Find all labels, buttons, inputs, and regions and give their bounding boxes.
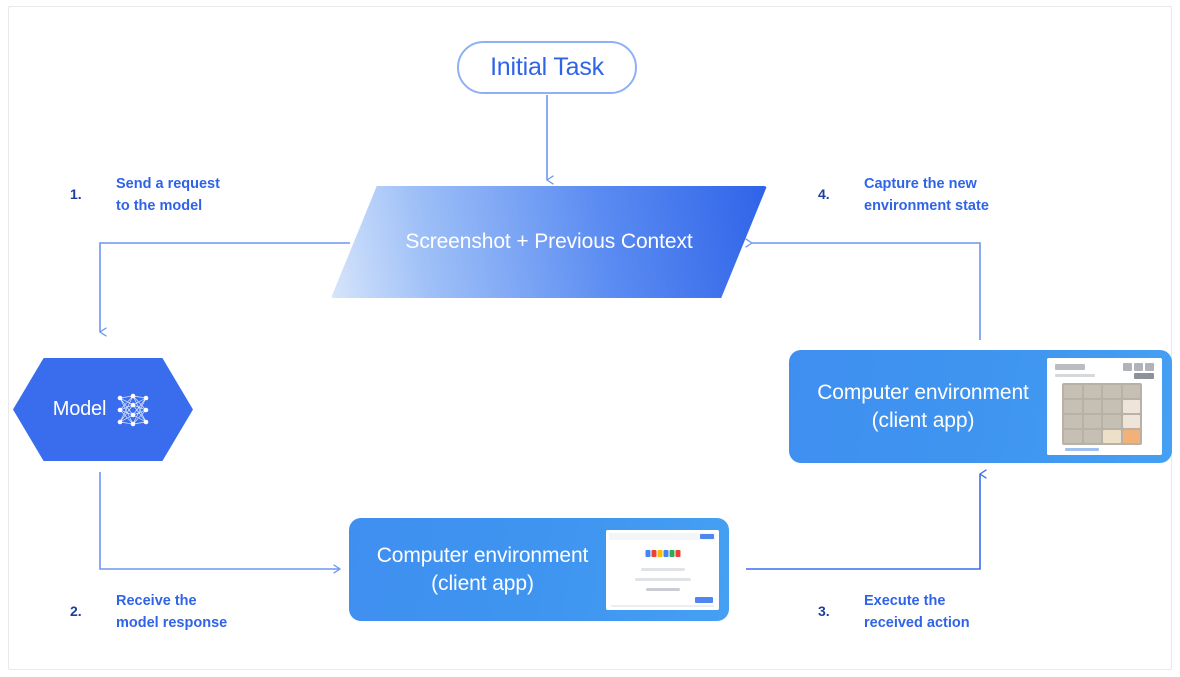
model-node-shape (13, 358, 193, 461)
step-1-text: Send a request to the model (116, 176, 220, 215)
context-node-label: Screenshot + Previous Context (405, 229, 693, 253)
step-2-number: 2. (70, 603, 82, 619)
wire-env-right-to-context (752, 243, 981, 340)
context-node-shape (331, 186, 767, 298)
step-4-label: 4. Capture the new environment state (818, 173, 989, 218)
model-node[interactable]: Model (13, 358, 193, 461)
model-node-label: Model (52, 398, 107, 420)
game-grid (1062, 383, 1142, 445)
step-2-text: Receive the model response (116, 593, 228, 632)
initial-task-label: Initial Task (490, 53, 604, 81)
env-node-bottom[interactable]: Computer environment (client app) (349, 518, 729, 621)
wire-model-to-env-bottom (99, 472, 340, 569)
wire-env-bottom-to-env-right (746, 474, 980, 570)
2048-game-screenshot (1047, 358, 1162, 455)
google-signin-screenshot (606, 529, 719, 610)
signin-button-mock (695, 596, 713, 603)
env-node-right-label: Computer environment (client app) (817, 381, 1029, 432)
wire-context-to-model (99, 242, 350, 332)
neural-network-icon (113, 390, 153, 430)
browser-chrome-bar (609, 532, 716, 540)
step-1-number: 1. (70, 186, 82, 202)
game-subtitle-mock (1055, 374, 1095, 377)
step-4-number: 4. (818, 186, 830, 202)
step-1-label: 1. Send a request to the model (70, 173, 220, 218)
browser-button-chip (700, 533, 714, 539)
step-4-text: Capture the new environment state (864, 176, 989, 215)
new-game-button-mock (1134, 373, 1154, 379)
step-2-label: 2. Receive the model response (70, 590, 227, 635)
env-node-right[interactable]: Computer environment (client app) (789, 350, 1172, 463)
game-title-mock (1055, 364, 1085, 370)
step-3-text: Execute the received action (864, 593, 970, 632)
game-score-boxes (1123, 363, 1154, 371)
context-node[interactable]: Screenshot + Previous Context (331, 186, 767, 298)
step-3-number: 3. (818, 603, 830, 619)
step-3-label: 3. Execute the received action (818, 590, 970, 635)
env-node-bottom-label: Computer environment (client app) (376, 544, 589, 595)
google-logo-icon (645, 549, 680, 557)
initial-task-node[interactable]: Initial Task (457, 41, 637, 94)
